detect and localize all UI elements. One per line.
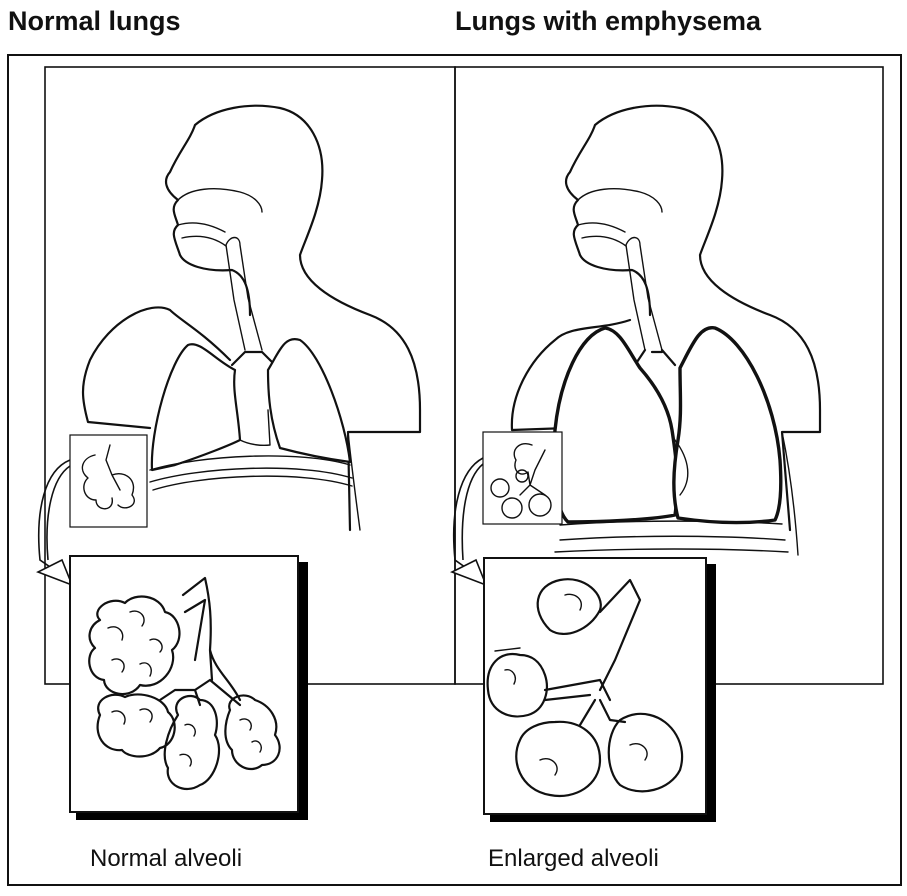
- emphysema-alveoli-inset-large: [484, 558, 716, 822]
- normal-alveoli-inset-large: [70, 556, 308, 820]
- enlarged-alveoli-caption: Enlarged alveoli: [488, 845, 659, 873]
- normal-alveoli-caption: Normal alveoli: [90, 845, 242, 873]
